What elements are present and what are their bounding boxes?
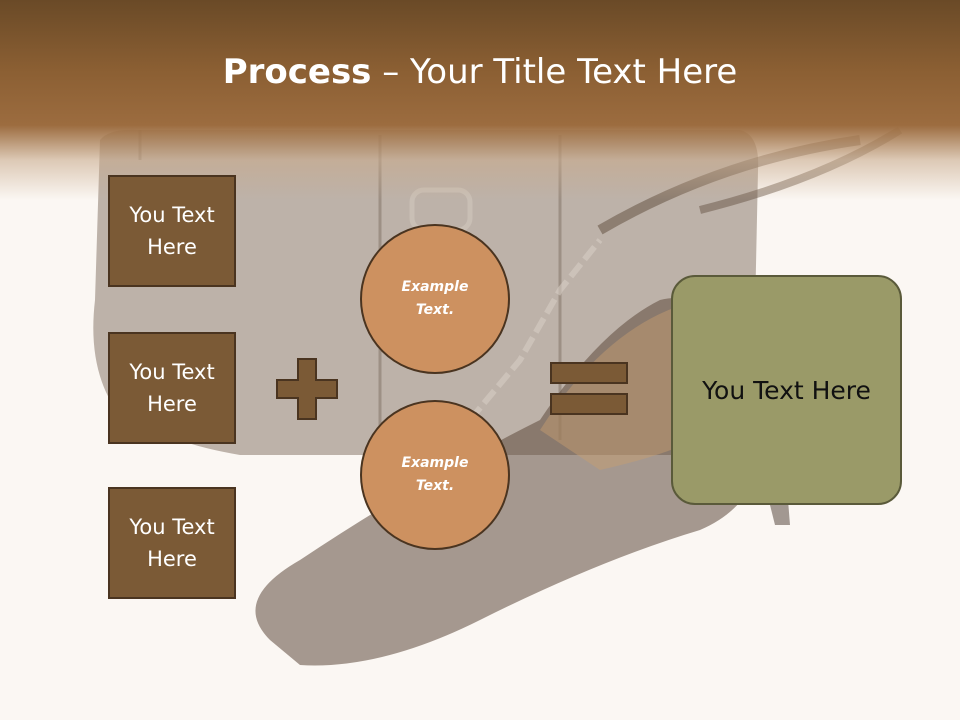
- example-circle-2-label: Example Text.: [401, 455, 469, 494]
- example-circle-1: Example Text.: [360, 224, 510, 374]
- plus-icon: [276, 358, 338, 420]
- result-box-label: You Text Here: [702, 375, 871, 405]
- text-box-2: You Text Here: [108, 332, 236, 444]
- text-box-3: You Text Here: [108, 487, 236, 599]
- result-box: You Text Here: [671, 275, 902, 505]
- text-box-2-label: You Text Here: [129, 360, 215, 416]
- example-circle-1-label: Example Text.: [401, 279, 469, 318]
- page-title: Process – Your Title Text Here: [0, 52, 960, 92]
- equals-icon: [550, 362, 628, 415]
- title-bold: Process: [222, 52, 372, 92]
- title-band: [0, 0, 960, 200]
- text-box-1-label: You Text Here: [129, 203, 215, 259]
- example-circle-2: Example Text.: [360, 400, 510, 550]
- title-rest: – Your Title Text Here: [371, 52, 738, 92]
- text-box-1: You Text Here: [108, 175, 236, 287]
- text-box-3-label: You Text Here: [129, 515, 215, 571]
